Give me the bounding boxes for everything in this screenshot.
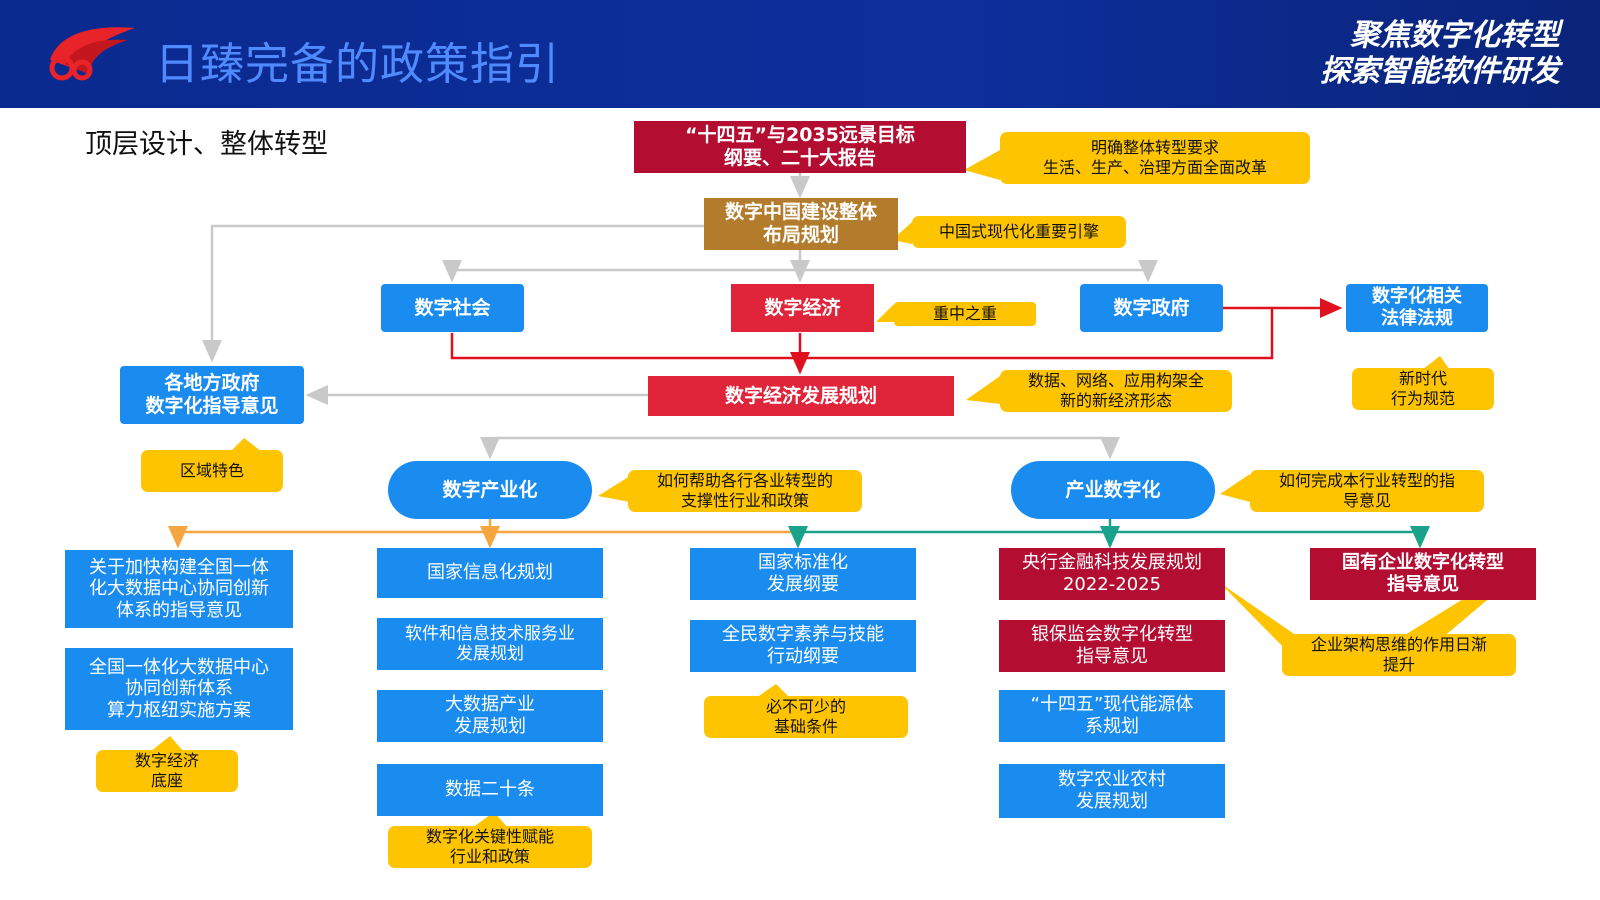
note-col2: 数字化关键性赋能 行业和政策 [388, 826, 592, 868]
policy-col1-item-1: 关于加快构建全国一体 化大数据中心协同创新 体系的指导意见 [65, 550, 293, 628]
node-digital-society: 数字社会 [381, 284, 524, 332]
note-digital-industrialization: 如何帮助各行各业转型的 支撑性行业和政策 [628, 470, 862, 512]
policy-col1-item-2: 全国一体化大数据中心 协同创新体系 算力枢纽实施方案 [65, 648, 293, 730]
note-economy-plan: 数据、网络、应用构架全 新的新经济形态 [1000, 370, 1232, 412]
policy-col2-item-2: 软件和信息技术服务业 发展规划 [377, 618, 603, 670]
slogan-line-1: 聚焦数字化转型 [1350, 18, 1560, 53]
note-digital-economy: 重中之重 [894, 302, 1036, 326]
note-digital-law: 新时代 行为规范 [1352, 368, 1494, 410]
note-col45: 企业架构思维的作用日渐 提升 [1282, 634, 1516, 676]
policy-col3-item-1: 国家标准化 发展纲要 [690, 548, 916, 600]
node-industrial-digitalization: 产业数字化 [1011, 461, 1215, 519]
policy-col4-item-1: 央行金融科技发展规划 2022-2025 [999, 548, 1225, 600]
policy-col4-item-2: 银保监会数字化转型 指导意见 [999, 620, 1225, 672]
node-digital-government: 数字政府 [1080, 284, 1223, 332]
policy-col5-item-1: 国有企业数字化转型 指导意见 [1310, 548, 1536, 600]
policy-col2-item-3: 大数据产业 发展规划 [377, 690, 603, 742]
policy-col4-item-3: “十四五”现代能源体 系规划 [999, 690, 1225, 742]
node-digital-industrialization: 数字产业化 [388, 461, 592, 519]
node-digital-economy: 数字经济 [731, 284, 874, 332]
policy-col3-item-2: 全民数字素养与技能 行动纲要 [690, 620, 916, 672]
section-title: 顶层设计、整体转型 [85, 129, 328, 160]
policy-col4-item-4: 数字农业农村 发展规划 [999, 764, 1225, 818]
note-col1: 数字经济 底座 [96, 750, 238, 792]
company-logo-icon [49, 27, 135, 81]
policy-col2-item-4: 数据二十条 [377, 764, 603, 816]
node-digital-china: 数字中国建设整体 布局规划 [704, 198, 898, 250]
note-digital-china: 中国式现代化重要引擎 [912, 216, 1126, 248]
note-top-plan: 明确整体转型要求 生活、生产、治理方面全面改革 [1000, 132, 1310, 184]
page-title: 日臻完备的政策指引 [155, 39, 560, 90]
header-bar: 日臻完备的政策指引 聚焦数字化转型 探索智能软件研发 [0, 0, 1600, 108]
note-col3: 必不可少的 基础条件 [704, 696, 908, 738]
node-economy-plan: 数字经济发展规划 [648, 376, 954, 416]
note-local-gov: 区域特色 [141, 450, 283, 492]
policy-col2-item-1: 国家信息化规划 [377, 548, 603, 598]
slogan-line-2: 探索智能软件研发 [1320, 54, 1560, 89]
node-local-gov: 各地方政府 数字化指导意见 [120, 366, 304, 424]
node-top-plan: “十四五”与2035远景目标 纲要、二十大报告 [634, 121, 966, 173]
node-digital-law: 数字化相关 法律法规 [1346, 284, 1488, 332]
slogan: 聚焦数字化转型 探索智能软件研发 [1260, 18, 1560, 90]
note-industrial-digitalization: 如何完成本行业转型的指 导意见 [1250, 470, 1484, 512]
